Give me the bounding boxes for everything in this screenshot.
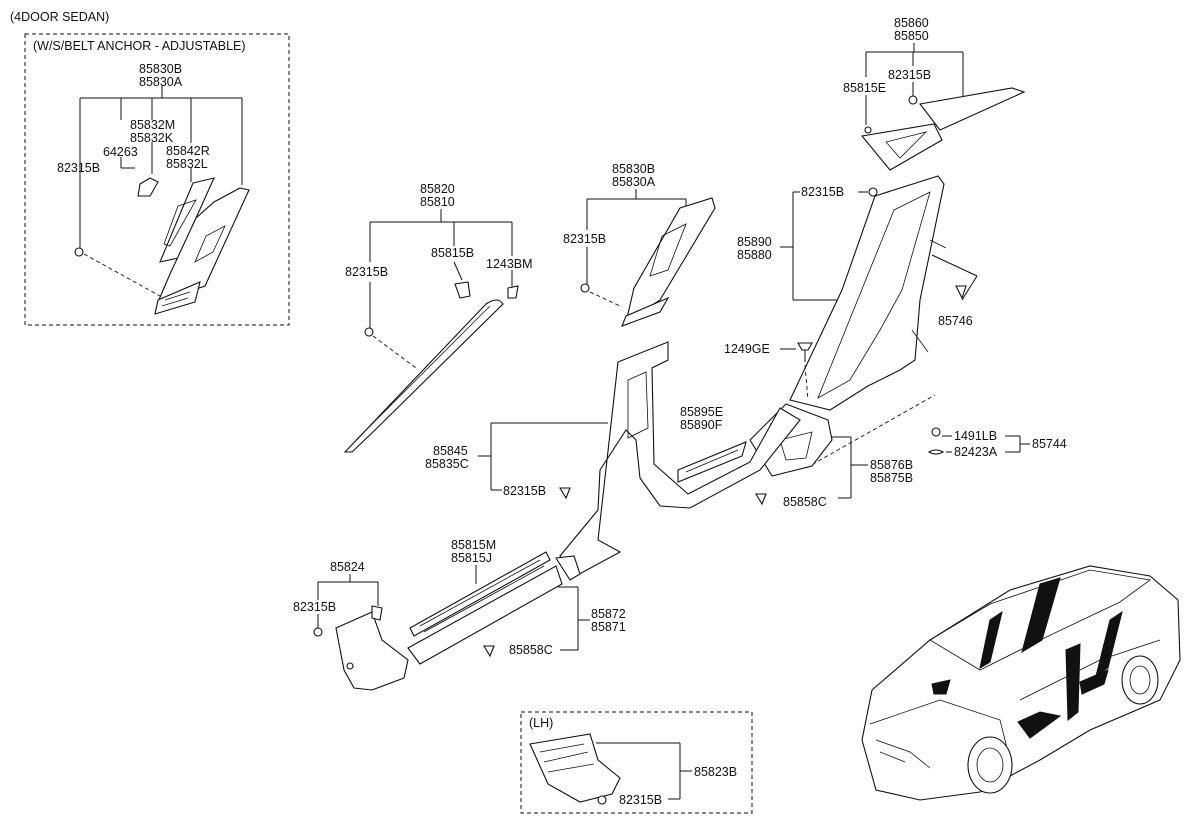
label-85830A-2: 85830A: [612, 175, 656, 189]
label-85875B: 85875B: [870, 471, 913, 485]
label-85830B-2: 85830B: [612, 162, 655, 176]
b-pillar-lower-leaders: [478, 422, 608, 491]
inset-belt-leaders: [79, 86, 243, 297]
label-82423A: 82423A: [954, 445, 998, 459]
lh-inset-leaders: [596, 742, 692, 800]
label-85890F: 85890F: [680, 418, 723, 432]
label-82315B-8: 82315B: [619, 793, 662, 807]
front-sill-part: [407, 551, 563, 665]
label-85815B: 85815B: [431, 246, 474, 260]
label-1491LB: 1491LB: [954, 429, 997, 443]
label-85871: 85871: [591, 620, 626, 634]
label-85832K: 85832K: [130, 131, 174, 145]
label-85830B-1: 85830B: [139, 62, 182, 76]
rear-upper-labels: 85860 85850 82315B 85815E: [843, 16, 931, 95]
a-pillar-part: [343, 281, 519, 453]
label-85858C-1: 85858C: [783, 495, 827, 509]
label-85744: 85744: [1032, 437, 1067, 451]
belt-anchor-inset-label: (W/S/BELT ANCHOR - ADJUSTABLE): [33, 39, 246, 53]
cowl-trim-part: [313, 605, 409, 691]
label-82315B-4: 82315B: [888, 68, 931, 82]
lh-inset-labels: 85823B 82315B: [619, 765, 737, 807]
front-sill-labels: 85815M 85815J 85872 85871 85858C: [451, 538, 626, 657]
rear-wheelhouse-part: [749, 403, 833, 506]
label-85850: 85850: [894, 29, 929, 43]
inset-belt-parts: [74, 177, 250, 315]
label-82315B-7: 82315B: [293, 600, 336, 614]
label-1243BM: 1243BM: [486, 257, 533, 271]
rear-upper-leaders: [865, 43, 964, 125]
b-pillar-upper-labels: 85830B 85830A 82315B: [563, 162, 656, 246]
label-85872: 85872: [591, 607, 626, 621]
c-pillar-part: [789, 175, 967, 411]
lh-inset-part: [529, 733, 621, 805]
b-pillar-lower-labels: 85845 85835C 82315B: [425, 444, 546, 498]
label-85746: 85746: [938, 314, 973, 328]
label-85815J: 85815J: [451, 551, 492, 565]
diagram-title: (4DOOR SEDAN): [10, 10, 109, 24]
label-85810: 85810: [420, 195, 455, 209]
label-85845: 85845: [433, 444, 468, 458]
label-85823B: 85823B: [694, 765, 737, 779]
b-pillar-lower-part: [555, 341, 801, 581]
label-85842R: 85842R: [166, 144, 210, 158]
front-sill-leaders: [475, 565, 590, 651]
label-82315B-1: 82315B: [57, 161, 100, 175]
a-pillar-labels: 85820 85810 85815B 1243BM 82315B: [345, 182, 533, 279]
cowl-trim-leaders: [317, 574, 379, 628]
label-85815E: 85815E: [843, 81, 886, 95]
b-pillar-upper-leaders: [586, 189, 687, 307]
lh-inset-label: (LH): [529, 716, 553, 730]
label-82315B-3: 82315B: [563, 232, 606, 246]
label-85880: 85880: [737, 248, 772, 262]
label-85824: 85824: [330, 560, 365, 574]
fastener-85744: 1491LB 82423A 85744: [927, 427, 1067, 459]
inset-belt-labels: 85830B 85830A 85832M 85832K 64263 85842R…: [57, 62, 210, 175]
label-64263: 64263: [103, 145, 138, 159]
label-85876B: 85876B: [870, 458, 913, 472]
belt-anchor-inset-box: [24, 33, 290, 326]
label-85832M: 85832M: [130, 118, 175, 132]
label-82315B-6: 82315B: [503, 484, 546, 498]
b-pillar-upper-part: [580, 197, 716, 327]
label-82315B-5: 82315B: [801, 185, 844, 199]
label-85858C-2: 85858C: [509, 643, 553, 657]
cowl-trim-labels: 85824 82315B: [293, 560, 365, 614]
label-82315B-2: 82315B: [345, 265, 388, 279]
label-85860: 85860: [894, 16, 929, 30]
label-85835C: 85835C: [425, 457, 469, 471]
label-85832L: 85832L: [166, 157, 208, 171]
label-85820: 85820: [420, 182, 455, 196]
a-pillar-leaders: [369, 209, 513, 369]
label-85895E: 85895E: [680, 405, 723, 419]
c-pillar-labels: 82315B 85890 85880 85746: [737, 185, 973, 328]
lh-inset-box: [520, 711, 753, 814]
rear-upper-part: [860, 87, 1026, 171]
label-1249GE: 1249GE: [724, 342, 770, 356]
label-85815M: 85815M: [451, 538, 496, 552]
screw-1249GE: 1249GE: [724, 342, 813, 401]
c-pillar-leaders: [780, 191, 978, 301]
label-85830A-1: 85830A: [139, 75, 183, 89]
label-85890: 85890: [737, 235, 772, 249]
rear-wheelhouse-labels: 85876B 85875B 85858C: [783, 458, 913, 509]
rear-scuff-part: 85895E 85890F: [677, 405, 747, 483]
car-illustration: [861, 565, 1181, 801]
